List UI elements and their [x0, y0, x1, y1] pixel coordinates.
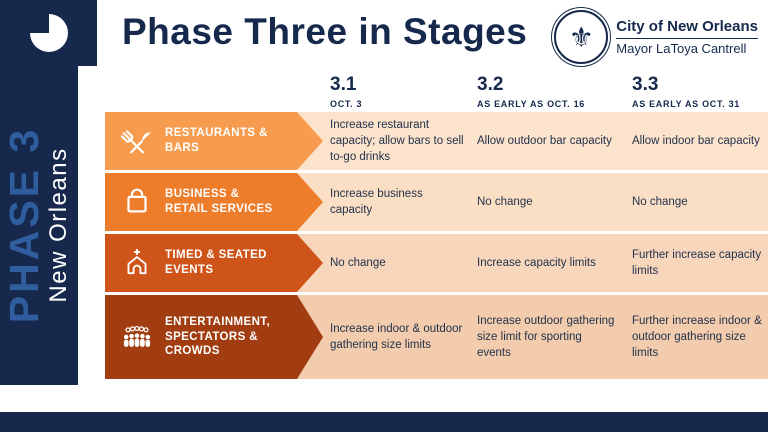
row-arrow-label: BUSINESS & RETAIL SERVICES: [105, 173, 323, 231]
bottom-bar: [0, 412, 768, 432]
cell-stage3: Allow indoor bar capacity: [632, 134, 760, 147]
crowd-icon: [118, 318, 156, 356]
stage-date: OCT. 3: [330, 99, 363, 109]
row-timed-seated-events: TIMED & SEATED EVENTS No change Increase…: [105, 234, 768, 292]
stage-header-3-1: 3.1 OCT. 3: [330, 74, 362, 109]
logo-mayor-name: Mayor LaToya Cantrell: [616, 41, 747, 56]
cell-stage3: Further increase capacity limits: [632, 248, 762, 277]
phase-label: PHASE 3: [1, 126, 48, 324]
left-sidebar: [0, 66, 78, 385]
stage-number: 3.2: [477, 74, 504, 95]
stage-header-3-3: 3.3 AS EARLY AS OCT. 31: [632, 74, 740, 109]
fleur-de-lis-icon: ⚜: [554, 10, 609, 64]
shopping-bag-icon: [118, 183, 156, 221]
row-label: ENTERTAINMENT, SPECTATORS & CROWDS: [165, 315, 271, 358]
cell-stage3: Further increase indoor & outdoor gather…: [632, 314, 762, 360]
row-arrow-label: ENTERTAINMENT, SPECTATORS & CROWDS: [105, 295, 323, 379]
page-title: Phase Three in Stages: [122, 11, 528, 52]
city-label: New Orleans: [45, 147, 73, 303]
city-logo: ⚜ City of New Orleans Mayor LaToya Cantr…: [554, 10, 758, 64]
row-label: BUSINESS & RETAIL SERVICES: [165, 188, 273, 215]
corner-block: [0, 0, 97, 66]
cell-stage1: Increase restaurant capacity; allow bars…: [330, 118, 464, 164]
cell-stage3: No change: [632, 195, 688, 208]
row-label: TIMED & SEATED EVENTS: [165, 249, 267, 276]
row-business-retail: BUSINESS & RETAIL SERVICES Increase busi…: [105, 173, 768, 231]
cell-stage2: No change: [477, 195, 533, 208]
stage-date: AS EARLY AS OCT. 31: [632, 99, 740, 109]
row-entertainment-crowds: ENTERTAINMENT, SPECTATORS & CROWDS Incre…: [105, 295, 768, 379]
cell-stage1: No change: [330, 256, 386, 269]
row-arrow-label: TIMED & SEATED EVENTS: [105, 234, 323, 292]
sidebar-rotated-text: PHASE 3 New Orleans: [0, 65, 78, 385]
cell-stage1: Increase indoor & outdoor gathering size…: [330, 322, 463, 351]
logo-text: City of New Orleans Mayor LaToya Cantrel…: [616, 18, 758, 56]
cell-stage2: Allow outdoor bar capacity: [477, 134, 612, 147]
row-arrow-label: RESTAURANTS & BARS: [105, 112, 323, 170]
church-icon: [118, 244, 156, 282]
pie-quarter-icon: [30, 14, 68, 52]
utensils-icon: [118, 122, 156, 160]
row-restaurants-bars: RESTAURANTS & BARS Increase restaurant c…: [105, 112, 768, 170]
logo-org-name: City of New Orleans: [616, 18, 758, 39]
stage-header-3-2: 3.2 AS EARLY AS OCT. 16: [477, 74, 585, 109]
stage-number: 3.1: [330, 74, 357, 95]
row-label: RESTAURANTS & BARS: [165, 127, 268, 154]
cell-stage1: Increase business capacity: [330, 187, 423, 216]
stage-number: 3.3: [632, 74, 659, 95]
cell-stage2: Increase outdoor gathering size limit fo…: [477, 314, 615, 360]
cell-stage2: Increase capacity limits: [477, 256, 596, 269]
stage-date: AS EARLY AS OCT. 16: [477, 99, 585, 109]
